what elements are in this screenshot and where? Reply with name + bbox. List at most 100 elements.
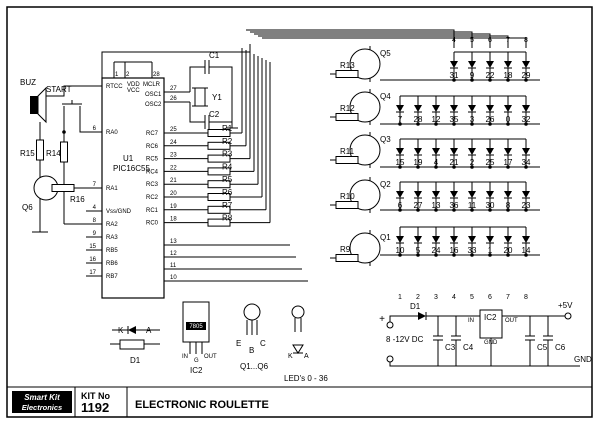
led-number: 16	[450, 246, 459, 255]
led-number: 10	[396, 246, 405, 255]
led-number: 8	[506, 201, 511, 210]
led	[486, 61, 494, 68]
r2-label: R2	[222, 137, 233, 146]
base-resistor-label: R9	[340, 245, 351, 254]
led	[432, 191, 440, 198]
junction-dot	[398, 122, 402, 126]
led	[468, 236, 476, 243]
led-number: 25	[486, 158, 495, 167]
wire	[254, 33, 491, 48]
legend-diode-body	[119, 339, 145, 350]
led-number: 23	[522, 201, 531, 210]
junction-dot	[470, 122, 474, 126]
d1-label: D1	[410, 302, 421, 311]
resistor-base	[335, 113, 359, 121]
cap-label: C6	[555, 343, 566, 352]
led	[522, 148, 530, 155]
ic-left-pin-num: 7	[93, 182, 97, 188]
r14-label: R14	[46, 149, 61, 158]
led-number: 1	[488, 246, 493, 255]
ic-lower-pin-num: 11	[170, 263, 177, 269]
buzzer-cone	[37, 86, 47, 124]
r6-label: R6	[222, 188, 233, 197]
legend-tr-e: E	[236, 339, 241, 348]
resistor-r2	[207, 141, 231, 150]
junction-dot	[488, 208, 492, 212]
ic-right-pin-name: RC6	[146, 144, 159, 150]
vout-label: +5V	[558, 301, 573, 310]
legend-tr-c: C	[260, 339, 266, 348]
led-number: 11	[468, 201, 477, 210]
resistor-r14	[60, 141, 68, 163]
led-number: 24	[432, 246, 441, 255]
led	[396, 148, 404, 155]
led-number: 9	[470, 71, 475, 80]
wire	[389, 362, 580, 367]
resistor-base	[335, 201, 359, 209]
led-number: 30	[486, 201, 495, 210]
led	[468, 61, 476, 68]
ic-label-rtcc: RTCC	[106, 84, 123, 90]
led-number: 36	[450, 201, 459, 210]
wire	[389, 315, 420, 325]
junction-dot	[506, 78, 510, 82]
r4-label: R4	[222, 162, 233, 171]
led	[414, 105, 422, 112]
resistor-base	[335, 156, 359, 164]
led-number: 33	[468, 246, 477, 255]
legend-diode-a: A	[146, 326, 152, 335]
col-bottom-label: 2	[416, 294, 420, 301]
led-number: 28	[414, 115, 423, 124]
junction-dot	[470, 253, 474, 257]
ic2-in-label: IN	[468, 318, 474, 324]
ic-left-pin-num: 4	[93, 205, 97, 211]
junction-dot	[488, 78, 492, 82]
junction-dot	[524, 122, 528, 126]
junction-dot	[434, 165, 438, 169]
led-number: 18	[504, 71, 513, 80]
ic-top-pin-num: 1	[115, 72, 119, 78]
ic-lower-pin-num: 10	[170, 275, 177, 281]
col-bottom-label: 4	[452, 294, 456, 301]
led-number: 31	[450, 71, 459, 80]
junction-dot	[524, 78, 528, 82]
led-number: 14	[522, 246, 531, 255]
col-bottom-label: 5	[470, 294, 474, 301]
led	[432, 148, 440, 155]
page-title: ELECTRONIC ROULETTE	[135, 399, 269, 411]
wire	[79, 118, 86, 133]
col-top-label: 4	[452, 37, 456, 44]
led	[504, 191, 512, 198]
led	[414, 236, 422, 243]
led-number: 29	[522, 71, 531, 80]
ic-left-pin-name: RA3	[106, 235, 118, 241]
resistor-r7	[207, 205, 231, 214]
ic-left-pin-name: RA2	[106, 222, 118, 228]
junction-dot	[416, 165, 420, 169]
ic-left-pin-num: 8	[93, 218, 97, 224]
led	[468, 148, 476, 155]
junction-dot	[470, 208, 474, 212]
led-number: 2	[470, 158, 475, 167]
ic-pin-27: 27	[170, 86, 177, 92]
legend-diode-k: K	[118, 326, 124, 335]
junction-dot	[398, 253, 402, 257]
led	[522, 191, 530, 198]
led-number: 22	[486, 71, 495, 80]
led-number: 5	[416, 246, 421, 255]
y1-label: Y1	[212, 93, 222, 102]
junction-dot	[434, 253, 438, 257]
junction-dot	[524, 165, 528, 169]
led-number: 4	[434, 158, 439, 167]
col-bottom-label: 7	[506, 294, 510, 301]
ic-left-pin-num: 6	[93, 126, 97, 132]
led-number: 3	[470, 115, 475, 124]
led-number: 27	[414, 201, 423, 210]
col-top-label: 7	[506, 37, 510, 44]
frame	[6, 6, 593, 418]
led	[450, 191, 458, 198]
ic-right-pin-name: RC0	[146, 221, 159, 227]
legend-diode-symbol	[128, 326, 136, 334]
led	[468, 191, 476, 198]
